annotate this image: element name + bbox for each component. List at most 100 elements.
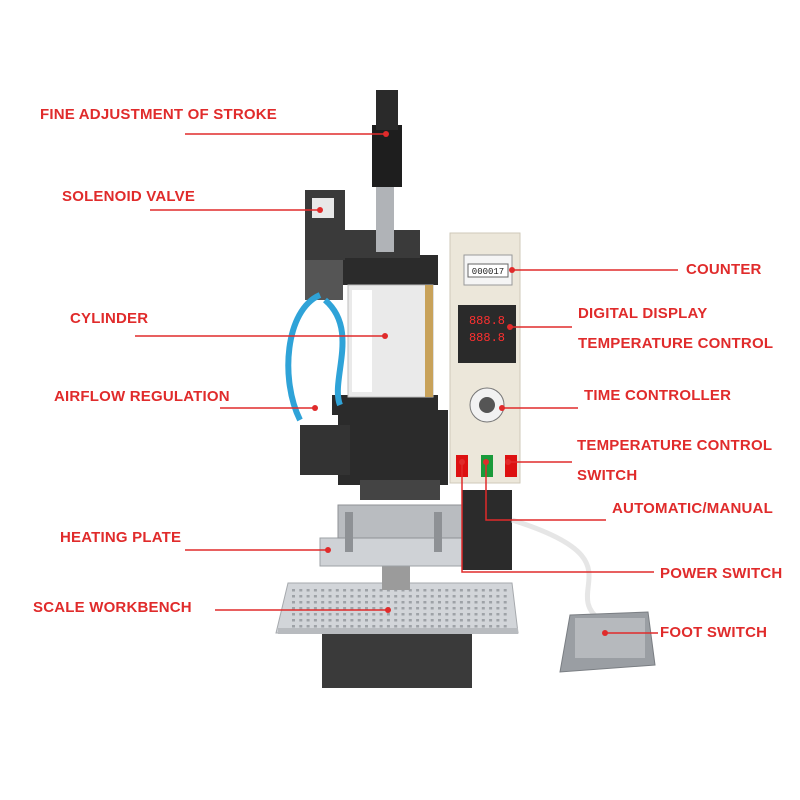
- workbench-hole: [416, 619, 420, 622]
- workbench-hole: [379, 613, 383, 616]
- workbench-hole: [313, 607, 317, 610]
- label-cylinder: CYLINDER: [70, 310, 149, 327]
- workbench-hole: [445, 595, 449, 598]
- workbench-hole: [386, 589, 390, 592]
- workbench-hole: [306, 601, 310, 604]
- workbench-hole: [372, 625, 376, 628]
- workbench-hole: [386, 625, 390, 628]
- workbench-hole: [365, 613, 368, 616]
- workbench-hole: [401, 595, 405, 598]
- workbench-hole: [343, 619, 347, 622]
- workbench-hole: [423, 595, 427, 598]
- label-solenoid-valve: SOLENOID VALVE: [62, 188, 196, 205]
- air-hose: [285, 292, 322, 422]
- workbench-hole: [423, 601, 427, 604]
- workbench-hole: [467, 601, 471, 604]
- workbench-hole: [343, 595, 347, 598]
- workbench-hole: [496, 601, 500, 604]
- workbench-hole: [335, 595, 339, 598]
- workbench-hole: [401, 589, 405, 592]
- workbench-hole: [321, 613, 325, 616]
- workbench-hole: [445, 625, 449, 628]
- workbench-hole: [459, 595, 463, 598]
- press-frame: [300, 230, 448, 500]
- workbench-hole: [503, 589, 507, 592]
- label-digital-display: DIGITAL DISPLAY: [578, 305, 708, 322]
- workbench-hole: [313, 613, 317, 616]
- workbench-hole: [459, 589, 463, 592]
- workbench-hole: [481, 625, 485, 628]
- label-power-switch: POWER SWITCH: [660, 565, 783, 582]
- workbench-hole: [386, 619, 390, 622]
- workbench-hole: [372, 607, 376, 610]
- workbench-hole: [357, 607, 361, 610]
- workbench-hole: [313, 589, 317, 592]
- workbench-hole: [328, 625, 332, 628]
- workbench-hole: [503, 619, 507, 622]
- workbench-hole: [467, 589, 471, 592]
- control-box: 000017 888.8 888.8: [449, 232, 521, 570]
- workbench-hole: [394, 589, 398, 592]
- workbench-hole: [489, 601, 493, 604]
- piston-rod: [372, 90, 402, 252]
- workbench-hole: [321, 619, 325, 622]
- workbench-hole: [430, 607, 434, 610]
- workbench-hole: [313, 619, 317, 622]
- workbench-hole: [423, 619, 427, 622]
- workbench-hole: [401, 625, 405, 628]
- workbench-hole: [452, 607, 456, 610]
- workbench-hole: [430, 625, 434, 628]
- workbench-hole: [438, 589, 441, 592]
- workbench-hole: [496, 589, 500, 592]
- workbench-hole: [423, 607, 427, 610]
- workbench-hole: [343, 589, 347, 592]
- workbench-hole: [321, 589, 325, 592]
- workbench-hole: [430, 601, 434, 604]
- workbench-hole: [503, 607, 507, 610]
- workbench-hole: [394, 619, 398, 622]
- scale-workbench: [275, 582, 519, 634]
- workbench-hole: [489, 619, 493, 622]
- workbench-hole: [438, 619, 441, 622]
- workbench-hole: [321, 601, 325, 604]
- workbench-hole: [474, 589, 478, 592]
- workbench-hole: [459, 625, 463, 628]
- solenoid-valve: [305, 190, 345, 300]
- workbench-hole: [292, 589, 295, 592]
- workbench-hole: [430, 613, 434, 616]
- workbench-hole: [481, 607, 485, 610]
- workbench-hole: [350, 625, 354, 628]
- label-fine-adjustment: FINE ADJUSTMENT OF STROKE: [40, 106, 277, 123]
- display-bottom: 888.8: [469, 331, 505, 345]
- workbench-hole: [430, 589, 434, 592]
- workbench-hole: [372, 619, 376, 622]
- workbench-hole: [350, 619, 354, 622]
- workbench-hole: [313, 625, 317, 628]
- workbench-hole: [321, 625, 325, 628]
- workbench-hole: [438, 601, 441, 604]
- workbench-hole: [408, 601, 412, 604]
- workbench-hole: [299, 613, 303, 616]
- workbench-hole: [328, 589, 332, 592]
- workbench-hole: [379, 601, 383, 604]
- workbench-hole: [503, 601, 507, 604]
- workbench-hole: [379, 625, 383, 628]
- workbench-hole: [467, 619, 471, 622]
- workbench-hole: [292, 607, 295, 610]
- label-automatic-manual: AUTOMATIC/MANUAL: [612, 500, 773, 517]
- workbench-hole: [335, 619, 339, 622]
- workbench-hole: [452, 625, 456, 628]
- workbench-hole: [496, 607, 500, 610]
- workbench-hole: [474, 607, 478, 610]
- workbench-hole: [292, 625, 295, 628]
- workbench-hole: [423, 625, 427, 628]
- workbench-hole: [438, 613, 441, 616]
- workbench-hole: [467, 613, 471, 616]
- workbench-hole: [408, 613, 412, 616]
- workbench-hole: [496, 613, 500, 616]
- workbench-hole: [459, 607, 463, 610]
- workbench-hole: [408, 595, 412, 598]
- workbench-hole: [299, 601, 303, 604]
- workbench-hole: [452, 619, 456, 622]
